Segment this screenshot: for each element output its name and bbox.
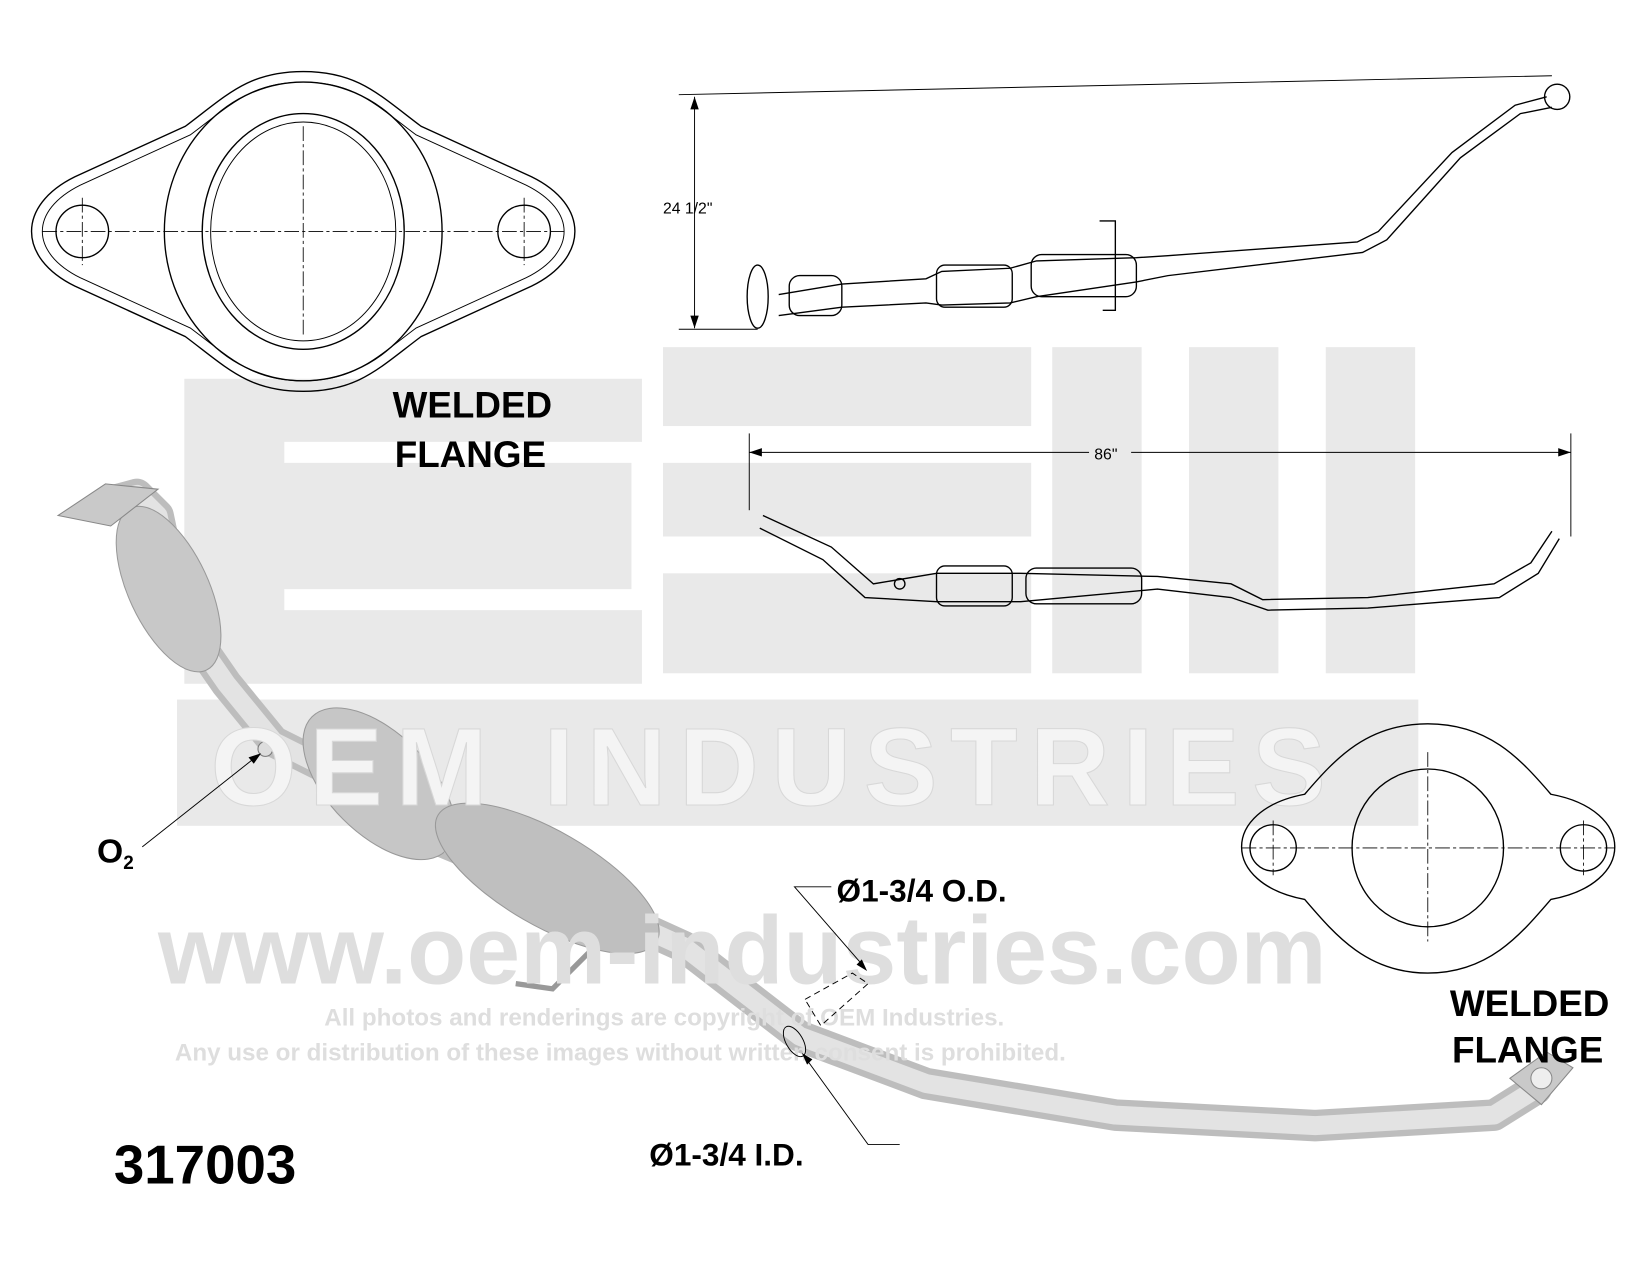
welded-flange-end-view: [1240, 723, 1616, 974]
flange-label-top-line2: FLANGE: [395, 434, 546, 475]
diameter-callout-lines: [782, 886, 900, 1146]
copyright-line-2: Any use or distribution of these images …: [175, 1039, 1066, 1066]
copyright-line-1: All photos and renderings are copyright …: [324, 1005, 1004, 1032]
front-view-drawing: [748, 433, 1572, 611]
flange-label-bottom-line1: WELDED: [1450, 983, 1609, 1024]
o2-sensor-label: O2: [97, 834, 134, 874]
length-dimension: 86": [1094, 447, 1117, 464]
height-dimension: 24 1/2": [663, 201, 712, 218]
exhaust-pipe-render: [56, 478, 1574, 1142]
welded-flange-top-view: [30, 70, 576, 393]
o2-arrowhead: [248, 753, 262, 764]
watermark-logo: [176, 347, 1419, 826]
flange-label-bottom-line2: FLANGE: [1452, 1029, 1603, 1070]
side-view-drawing: [678, 75, 1571, 330]
watermark-logo-text: OEM INDUSTRIES: [211, 706, 1339, 829]
part-number: 317003: [114, 1133, 297, 1195]
flange-label-top-line1: WELDED: [393, 385, 552, 426]
o2-leader-line: [141, 754, 259, 848]
outer-diameter-label: Ø1-3/4 O.D.: [837, 873, 1007, 909]
inner-diameter-label: Ø1-3/4 I.D.: [649, 1137, 803, 1173]
watermark-url: www.oem-industries.com: [157, 896, 1327, 1005]
